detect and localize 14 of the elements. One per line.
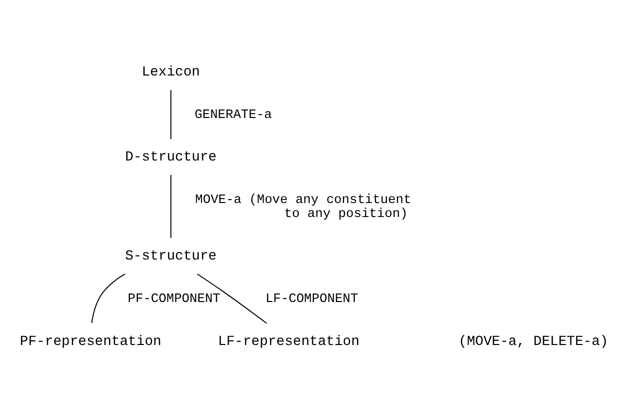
connector [170, 174, 172, 238]
label: (MOVE-a, DELETE-a) [458, 333, 608, 350]
node-text: PF-representation [20, 333, 162, 350]
edge-label: GENERATE-a [194, 106, 272, 122]
connector [170, 89, 172, 140]
edge-label: LF-COMPONENT [265, 290, 358, 306]
node-text: S-structure [125, 248, 217, 264]
edge-label: PF-COMPONENT [128, 290, 220, 306]
node-text: LF-representation [218, 333, 360, 350]
connector [91, 272, 126, 323]
node-text: D-structure [125, 149, 217, 166]
node-text: Lexicon [142, 64, 200, 80]
connector [196, 273, 268, 324]
edge-label: MOVE-a (Move any constituent to any position) [195, 191, 412, 220]
